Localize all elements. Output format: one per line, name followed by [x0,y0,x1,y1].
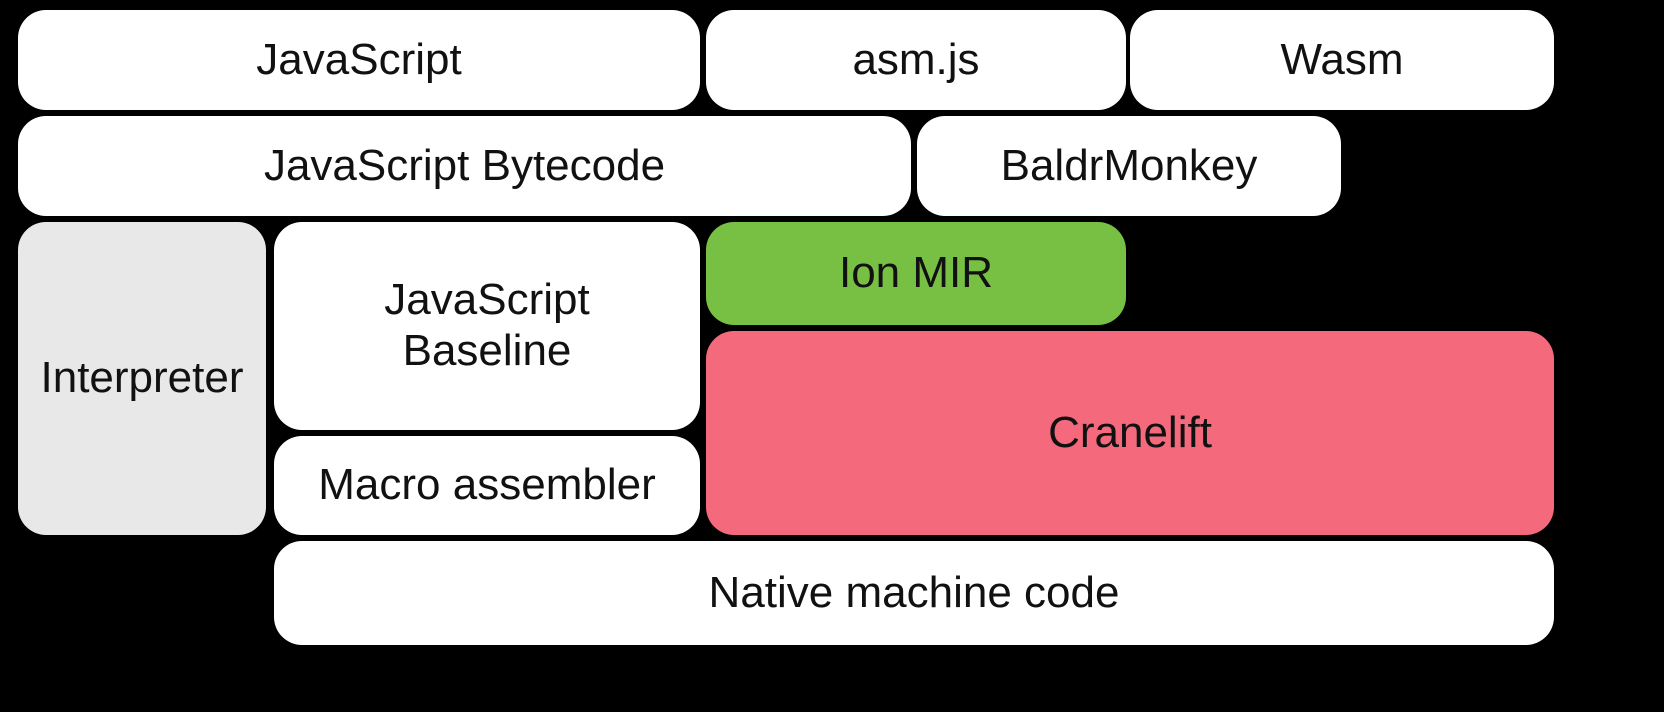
box-interpreter-label: Interpreter [40,353,244,403]
box-native-machine-code: Native machine code [274,541,1554,645]
box-javascript-bytecode: JavaScript Bytecode [18,116,911,216]
box-javascript-baseline: JavaScript Baseline [274,222,700,430]
box-macro-assembler: Macro assembler [274,436,700,535]
box-wasm-label: Wasm [1280,34,1404,84]
box-javascript-bytecode-label: JavaScript Bytecode [263,140,666,190]
box-javascript-label: JavaScript [256,34,462,84]
box-javascript-baseline-label: JavaScript Baseline [384,275,590,375]
box-cranelift: Cranelift [706,331,1554,535]
box-wasm: Wasm [1130,10,1554,110]
box-asmjs-label: asm.js [852,34,980,84]
box-baldrmonkey-label: BaldrMonkey [1000,140,1258,190]
box-interpreter: Interpreter [18,222,266,535]
box-cranelift-label: Cranelift [1048,407,1212,457]
box-javascript: JavaScript [18,10,700,110]
box-baldrmonkey: BaldrMonkey [917,116,1341,216]
box-asmjs: asm.js [706,10,1126,110]
box-ion-mir-label: Ion MIR [838,248,994,298]
box-ion-mir: Ion MIR [706,222,1126,325]
box-macro-assembler-label: Macro assembler [318,460,656,510]
box-native-machine-code-label: Native machine code [708,567,1120,617]
